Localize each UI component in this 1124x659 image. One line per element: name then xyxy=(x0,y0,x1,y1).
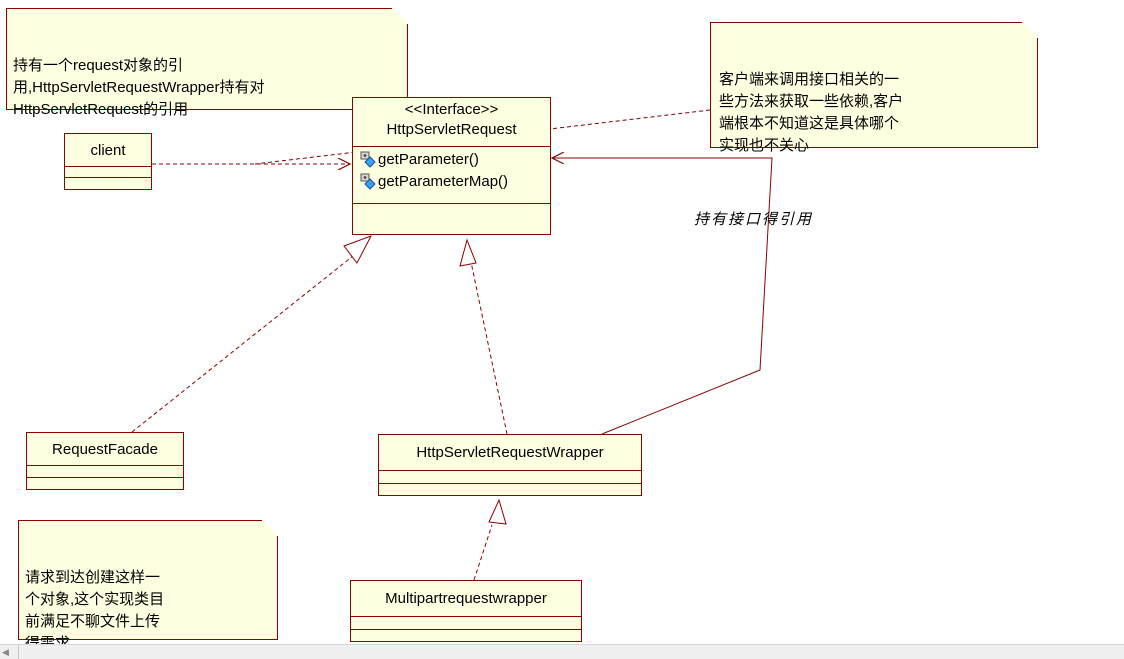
note-fold-corner xyxy=(392,8,408,24)
operation-name: getParameter() xyxy=(378,151,479,168)
multipart-attributes xyxy=(351,616,581,629)
interface-operations: getParameter() getParameterMap() xyxy=(353,146,550,203)
operation-row[interactable]: getParameter() xyxy=(353,149,550,171)
association-label: 持有接口得引用 xyxy=(694,211,814,228)
wrapper-name: HttpServletRequestWrapper xyxy=(416,444,604,461)
interface-empty-compartment xyxy=(353,203,550,226)
note-fold-corner xyxy=(1022,22,1038,38)
note-client-usage: 客户端来调用接口相关的一 些方法来获取一些依赖,客户 端根本不知道这是具体哪个 … xyxy=(710,22,1038,154)
note-wrapper-text: 持有一个request对象的引 用,HttpServletRequestWrap… xyxy=(13,57,265,118)
class-request-facade[interactable]: RequestFacade xyxy=(26,432,184,490)
class-http-servlet-request[interactable]: <<Interface>> HttpServletRequest getPara… xyxy=(352,97,551,235)
public-operation-icon xyxy=(360,173,376,190)
wrapper-realization-line xyxy=(470,261,508,435)
note-facade-usage: 请求到达创建这样一 个对象,这个实现类目 前满足不聊文件上传 得需求 xyxy=(18,520,278,652)
request-facade-name: RequestFacade xyxy=(52,441,158,458)
operation-name: getParameterMap() xyxy=(378,173,509,190)
multipart-generalization-arrowhead xyxy=(488,498,507,525)
public-operation-icon xyxy=(360,151,376,168)
note-facade-text: 请求到达创建这样一 个对象,这个实现类目 前满足不聊文件上传 得需求 xyxy=(25,569,165,652)
request-facade-operations xyxy=(27,477,183,488)
note-client-text: 客户端来调用接口相关的一 些方法来获取一些依赖,客户 端根本不知道这是具体哪个 … xyxy=(719,71,904,154)
interface-name: HttpServletRequest xyxy=(386,121,517,138)
note-fold-corner xyxy=(262,520,278,536)
class-client[interactable]: client xyxy=(64,133,152,190)
multipart-operations xyxy=(351,629,581,640)
scrollbar-divider xyxy=(18,645,19,659)
facade-realization-arrowhead xyxy=(343,235,373,264)
facade-realization-line xyxy=(131,247,364,433)
client-note-anchor xyxy=(254,109,711,165)
wrapper-realization-arrowhead xyxy=(459,238,477,267)
client-attributes xyxy=(65,166,151,177)
class-http-servlet-request-wrapper[interactable]: HttpServletRequestWrapper xyxy=(378,434,642,496)
wrapper-association-line xyxy=(552,158,773,435)
note-wrapper-reference: 持有一个request对象的引 用,HttpServletRequestWrap… xyxy=(6,8,408,118)
wrapper-attributes xyxy=(379,470,641,483)
client-operations xyxy=(65,177,151,188)
horizontal-scrollbar[interactable]: ◀ xyxy=(0,644,1124,659)
interface-stereotype: <<Interface>> xyxy=(404,101,499,118)
request-facade-attributes xyxy=(27,465,183,477)
multipart-name: Multipartrequestwrapper xyxy=(385,590,547,607)
class-multipart-request-wrapper[interactable]: Multipartrequestwrapper xyxy=(350,580,582,642)
multipart-generalization-line xyxy=(473,524,493,581)
wrapper-operations xyxy=(379,483,641,494)
operation-row[interactable]: getParameterMap() xyxy=(353,171,550,193)
client-name: client xyxy=(90,142,126,159)
scroll-left-arrow-icon[interactable]: ◀ xyxy=(2,647,9,657)
